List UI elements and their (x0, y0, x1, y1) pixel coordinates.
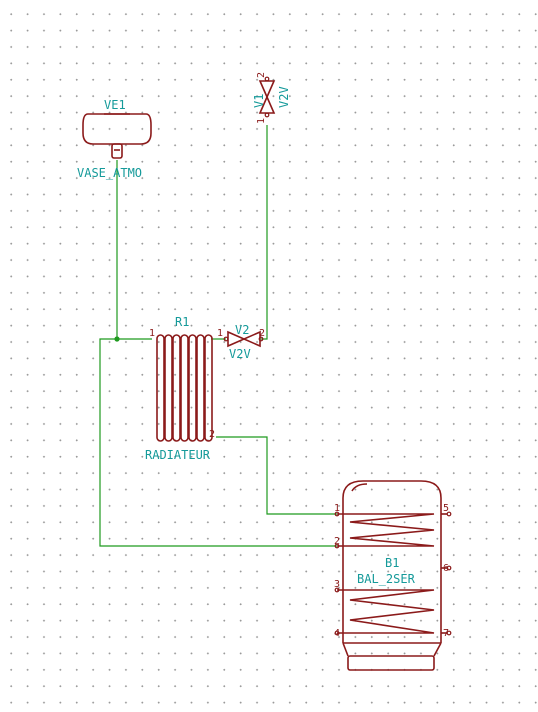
vase-outlet (111, 143, 123, 159)
tank-upper-coil (337, 513, 435, 547)
vase-atmo-symbol[interactable] (82, 113, 152, 159)
wire-main-loop[interactable] (99, 338, 337, 547)
radiator-ref: R1 (175, 315, 189, 329)
tank-ref: B1 (385, 556, 399, 570)
valve-v1-value: V2V (277, 86, 291, 108)
valve-v2-value: V2V (229, 347, 251, 361)
tank-pin-5: 5 (443, 503, 449, 514)
wire-valve-to-v1[interactable] (261, 125, 268, 340)
radiator-value: RADIATEUR (145, 448, 211, 462)
tank-pin-4: 4 (334, 628, 340, 639)
tank-pin-3: 3 (334, 579, 340, 590)
tank-value: BAL_2SER (357, 572, 416, 586)
valve-v1-pin-1: 1 (256, 118, 267, 124)
vase-value: VASE_ATMO (77, 166, 142, 180)
tank-pin-7: 7 (443, 628, 449, 639)
vase-ref: VE1 (104, 98, 126, 112)
wire-radiator-to-tank[interactable] (216, 436, 337, 515)
radiator-symbol[interactable] (156, 334, 213, 442)
radiator-pin-2: 2 (209, 429, 215, 440)
tank-lower-coil (337, 589, 435, 634)
tank-pin-2: 2 (334, 536, 340, 547)
valve-v1-pin-2: 2 (256, 72, 267, 78)
tank-pin-1: 1 (334, 503, 340, 514)
valve-v2-pin-2: 2 (259, 328, 265, 339)
valve-v2-pin-1: 1 (217, 328, 223, 339)
valve-v2-symbol[interactable] (223, 330, 264, 348)
wire-junction (114, 336, 120, 342)
tank-pin-6: 6 (443, 563, 449, 574)
valve-v1-symbol[interactable] (258, 76, 276, 118)
valve-v1-ref: V1 (252, 94, 266, 108)
valve-v2-ref: V2 (235, 323, 249, 337)
radiator-pin-1: 1 (149, 328, 155, 339)
tank-symbol[interactable] (334, 480, 452, 671)
